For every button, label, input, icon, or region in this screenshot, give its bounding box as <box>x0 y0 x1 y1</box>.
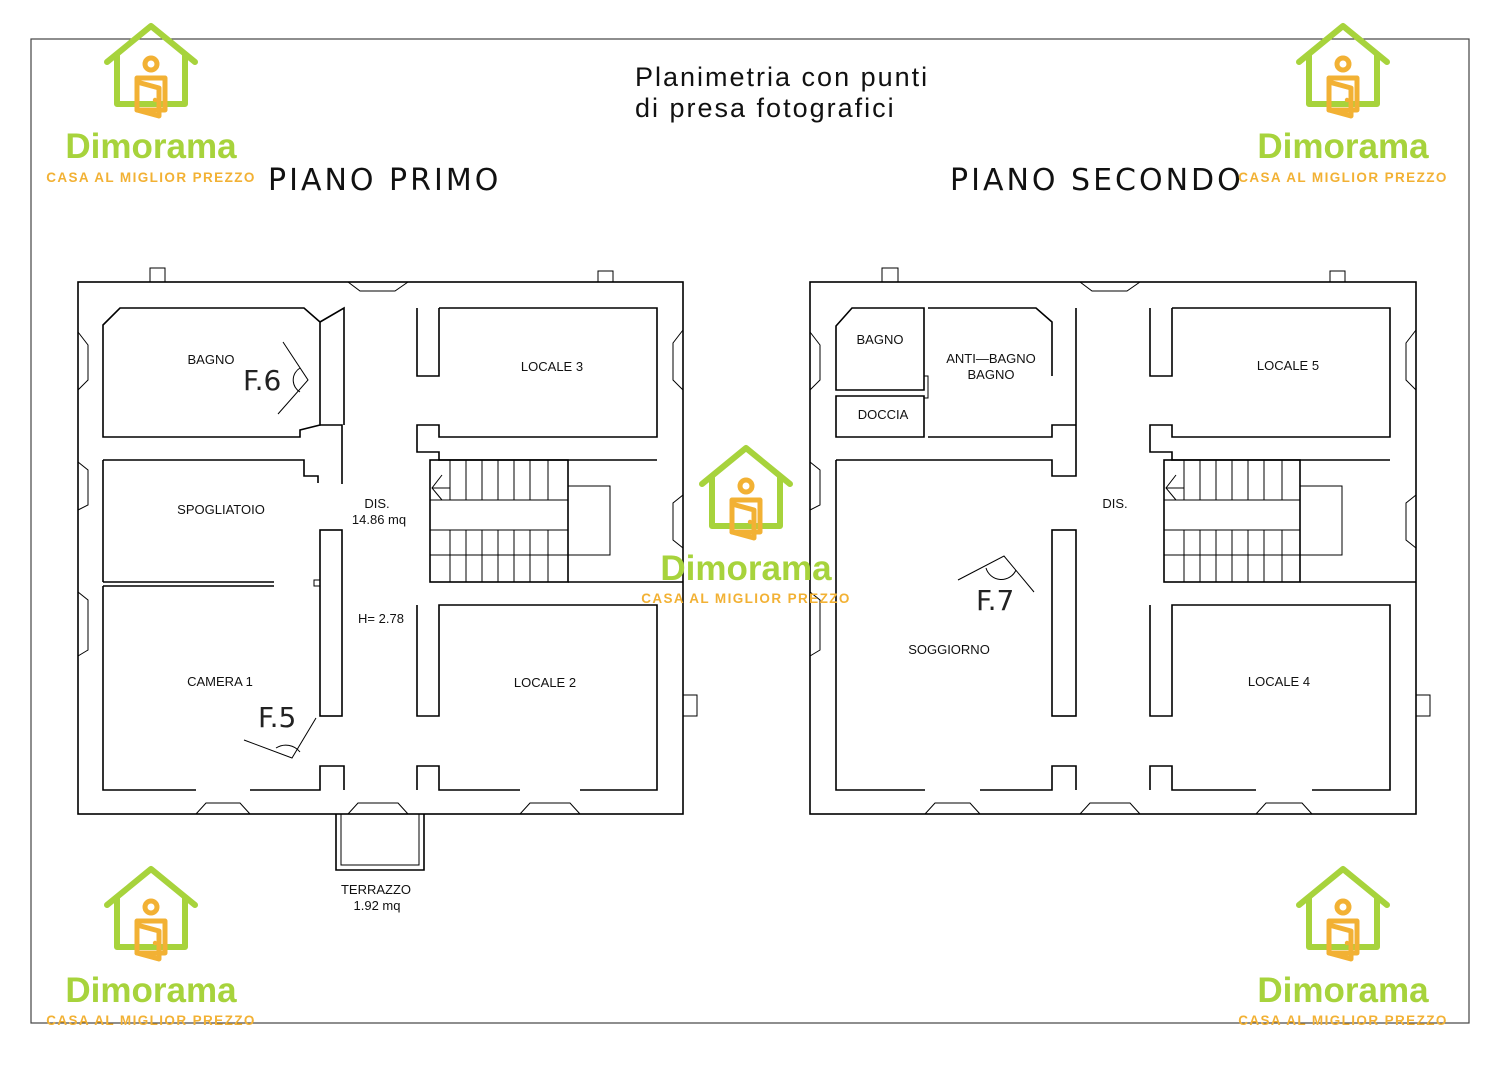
room-label-terrazzo: TERRAZZO <box>341 882 411 897</box>
watermark-top-left: Dimorama CASA AL MIGLIOR PREZZO <box>46 26 256 185</box>
watermark-name: Dimorama <box>65 127 237 166</box>
room-label-spogliatoio: SPOGLIATOIO <box>177 502 265 517</box>
watermark-tagline: CASA AL MIGLIOR PREZZO <box>1238 1013 1448 1028</box>
room-label-antibagno-line2: BAGNO <box>968 367 1015 382</box>
room-height: H= 2.78 <box>358 611 404 626</box>
watermark-tagline: CASA AL MIGLIOR PREZZO <box>46 170 256 185</box>
watermark-tagline: CASA AL MIGLIOR PREZZO <box>641 591 851 606</box>
room-label-dis-2: DIS. <box>1102 496 1127 511</box>
room-label-doccia: DOCCIA <box>858 407 909 422</box>
room-label-locale-4: LOCALE 4 <box>1248 674 1310 689</box>
room-label-locale-2: LOCALE 2 <box>514 675 576 690</box>
watermark-name: Dimorama <box>1257 971 1429 1010</box>
room-label-antibagno-line1: ANTI—BAGNO <box>946 351 1036 366</box>
watermark-top-right: Dimorama CASA AL MIGLIOR PREZZO <box>1238 26 1448 185</box>
room-label-locale-5: LOCALE 5 <box>1257 358 1319 373</box>
plan-first-floor: BAGNO LOCALE 3 SPOGLIATOIO DIS. 14.86 mq… <box>77 267 698 913</box>
room-label-bagno-2: BAGNO <box>857 332 904 347</box>
photo-point-f7: F.7 <box>976 584 1014 617</box>
room-area-dis: 14.86 mq <box>352 512 406 527</box>
plan-second-floor: BAGNO ANTI—BAGNO BAGNO DOCCIA LOCALE 5 D… <box>809 267 1431 815</box>
room-label-dis: DIS. <box>364 496 389 511</box>
room-label-soggiorno: SOGGIORNO <box>908 642 990 657</box>
watermark-bottom-left: Dimorama CASA AL MIGLIOR PREZZO <box>46 869 256 1028</box>
floor-title-first: PIANO PRIMO <box>268 163 501 198</box>
room-label-camera-1: CAMERA 1 <box>187 674 253 689</box>
room-label-locale-3: LOCALE 3 <box>521 359 583 374</box>
floor-title-second: PIANO SECONDO <box>950 163 1244 198</box>
sheet-title-line2: di presa fotografici <box>635 93 896 123</box>
house-person-icon <box>107 869 195 959</box>
house-person-icon <box>1299 869 1387 959</box>
watermark-name: Dimorama <box>660 549 832 588</box>
watermark-name: Dimorama <box>1257 127 1429 166</box>
watermark-center: Dimorama CASA AL MIGLIOR PREZZO <box>641 448 851 606</box>
sheet-title-line1: Planimetria con punti <box>635 62 929 92</box>
watermark-tagline: CASA AL MIGLIOR PREZZO <box>1238 170 1448 185</box>
watermark-tagline: CASA AL MIGLIOR PREZZO <box>46 1013 256 1028</box>
sheet-border <box>30 38 1470 1024</box>
photo-point-f5: F.5 <box>258 701 296 734</box>
room-area-terrazzo: 1.92 mq <box>354 898 401 913</box>
photo-point-f6: F.6 <box>243 364 281 397</box>
watermark-bottom-right: Dimorama CASA AL MIGLIOR PREZZO <box>1238 869 1448 1028</box>
watermark-name: Dimorama <box>65 971 237 1010</box>
room-label-bagno: BAGNO <box>188 352 235 367</box>
house-person-icon <box>702 448 790 538</box>
